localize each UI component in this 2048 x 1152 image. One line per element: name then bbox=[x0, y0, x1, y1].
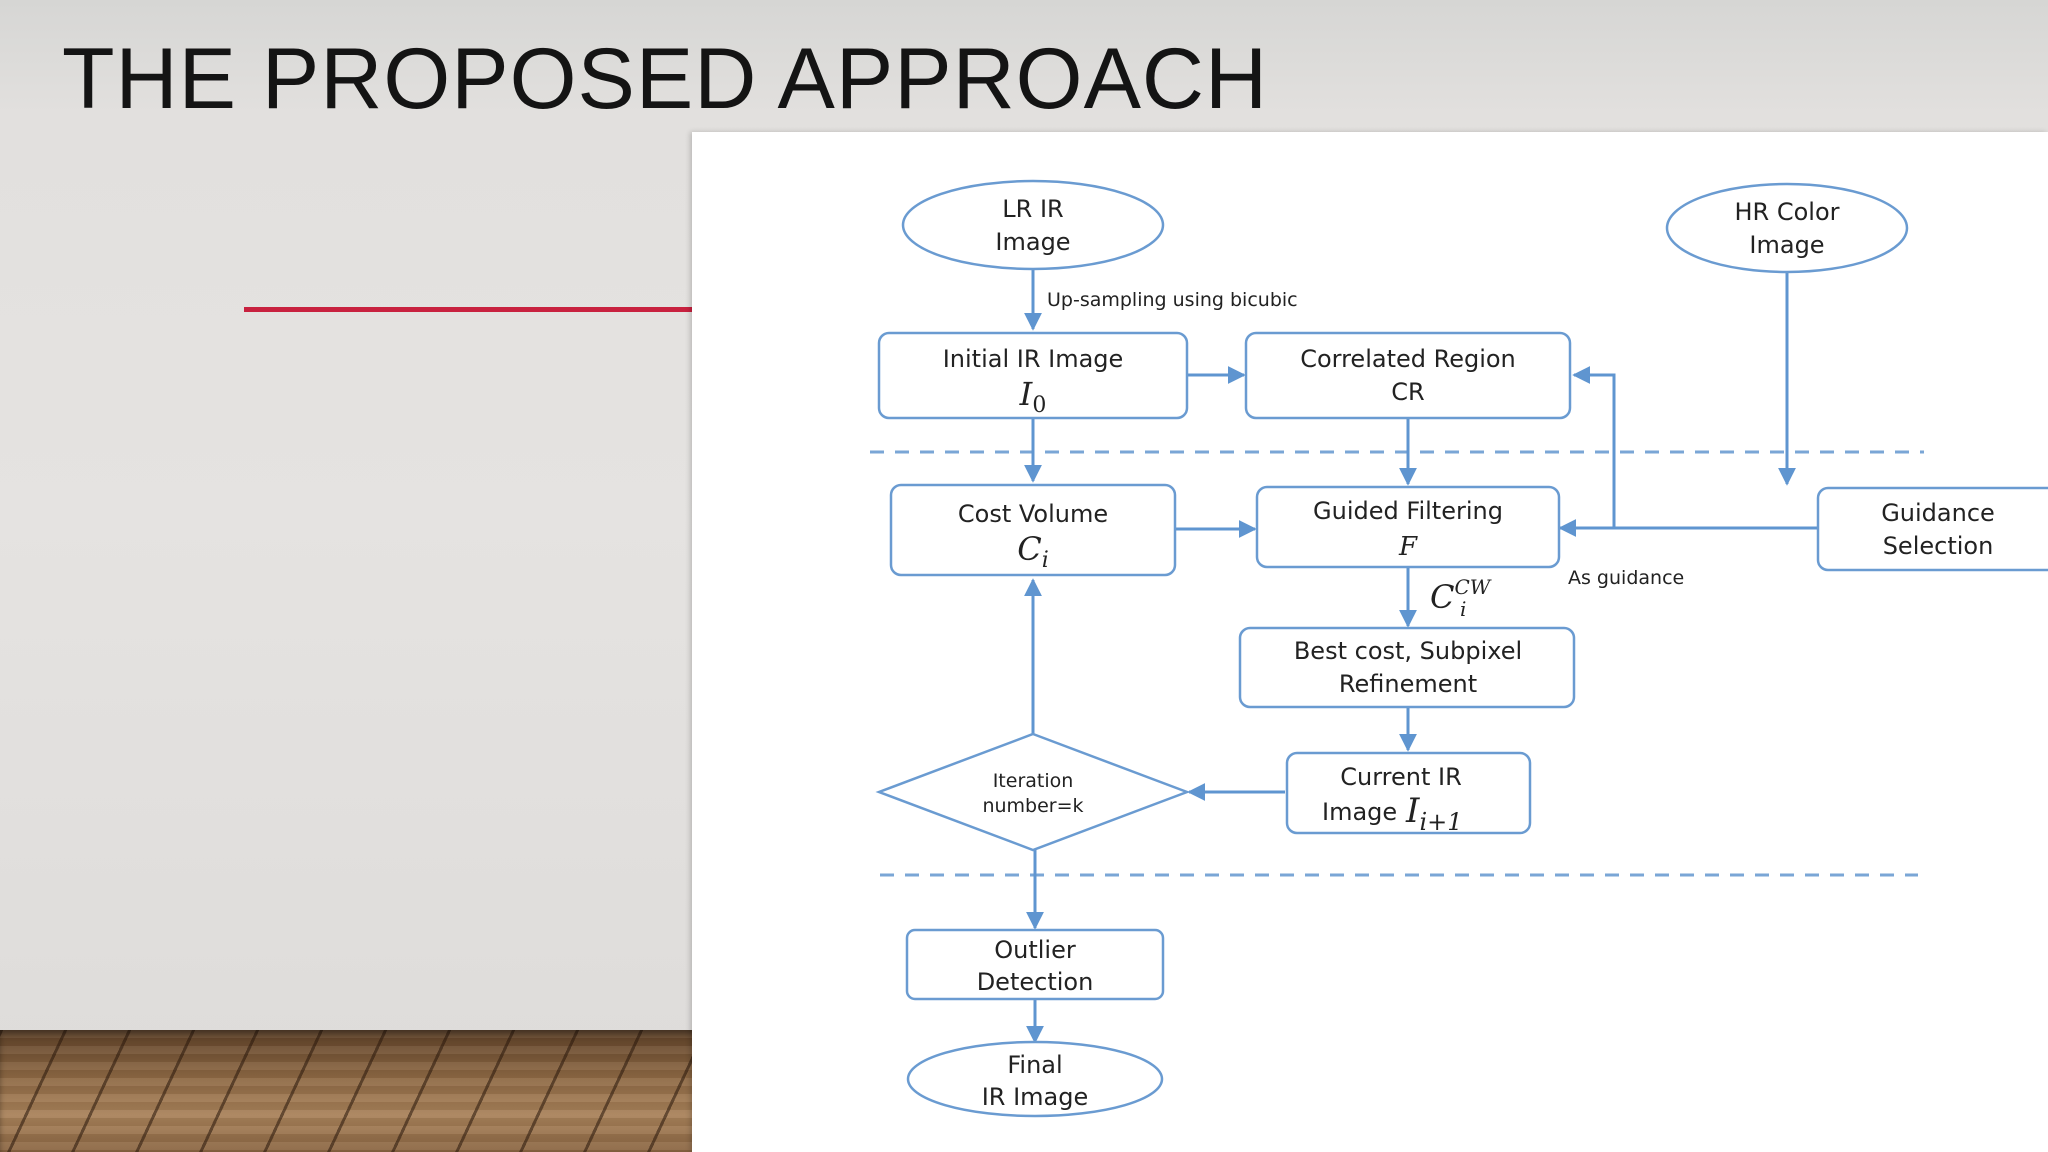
node-correlated-region: Correlated Region CR bbox=[1244, 331, 1572, 420]
node-label: HR Color bbox=[1734, 198, 1839, 226]
node-label: Iteration bbox=[993, 770, 1074, 792]
node-label: Final bbox=[1007, 1051, 1062, 1079]
node-label: Best cost, Subpixel bbox=[1294, 637, 1522, 665]
title-accent-line bbox=[244, 307, 694, 312]
flowchart: LR IR Image Up-sampling using bicubic HR… bbox=[870, 179, 2048, 1118]
node-final-ir-image: Final IR Image bbox=[906, 1040, 1164, 1118]
wood-floor-decoration bbox=[0, 1030, 700, 1152]
node-hr-color-image: HR Color Image bbox=[1665, 182, 1909, 274]
edge-label-upsampling: Up-sampling using bicubic bbox=[1047, 289, 1298, 311]
math-symbol: Ii+1 bbox=[1405, 791, 1463, 836]
node-label: Selection bbox=[1883, 532, 1994, 560]
node-label: Current IR bbox=[1340, 763, 1462, 791]
node-label: Guidance bbox=[1881, 499, 1995, 527]
node-label: number=k bbox=[982, 795, 1083, 817]
node-label: CR bbox=[1391, 378, 1424, 406]
node-label: Outlier bbox=[994, 936, 1076, 964]
node-label: Guided Filtering bbox=[1313, 497, 1503, 525]
node-label: F bbox=[1398, 532, 1418, 562]
node-label: IR Image bbox=[982, 1083, 1089, 1111]
node-label: Image bbox=[995, 228, 1070, 256]
node-label: Initial IR Image bbox=[943, 345, 1124, 373]
node-guidance-selection: Guidance Selection bbox=[1816, 486, 2048, 572]
edges bbox=[1024, 269, 1817, 1044]
node-current-ir-image: Current IR Image Ii+1 bbox=[1285, 751, 1532, 836]
node-outlier-detection: Outlier Detection bbox=[905, 928, 1165, 1001]
node-label: Correlated Region bbox=[1300, 345, 1516, 373]
node-initial-ir-image: Initial IR Image I0 bbox=[877, 331, 1189, 420]
node-guided-filtering: Guided Filtering F bbox=[1255, 485, 1561, 569]
slide-title: THE PROPOSED APPROACH bbox=[62, 31, 1269, 127]
math-symbol: I0 bbox=[1019, 375, 1047, 418]
node-iteration-check: Iteration number=k bbox=[875, 732, 1191, 852]
node-label: Image bbox=[1749, 231, 1824, 259]
node-best-cost-refinement: Best cost, Subpixel Refinement bbox=[1238, 626, 1576, 709]
node-label: Detection bbox=[977, 968, 1094, 996]
node-label: Image bbox=[1322, 798, 1397, 826]
edge-guidance-to-correlated bbox=[1572, 366, 1817, 530]
node-cost-volume: Cost Volume Ci bbox=[889, 483, 1177, 577]
node-label: Refinement bbox=[1339, 670, 1477, 698]
node-lr-ir-image: LR IR Image bbox=[901, 179, 1165, 271]
math-symbol: Ci bbox=[1017, 530, 1049, 573]
node-label: Cost Volume bbox=[958, 500, 1108, 528]
node-label: LR IR bbox=[1002, 195, 1063, 223]
edge-label-as-guidance: As guidance bbox=[1568, 567, 1684, 589]
diagram-panel: LR IR Image Up-sampling using bicubic HR… bbox=[692, 132, 2048, 1152]
